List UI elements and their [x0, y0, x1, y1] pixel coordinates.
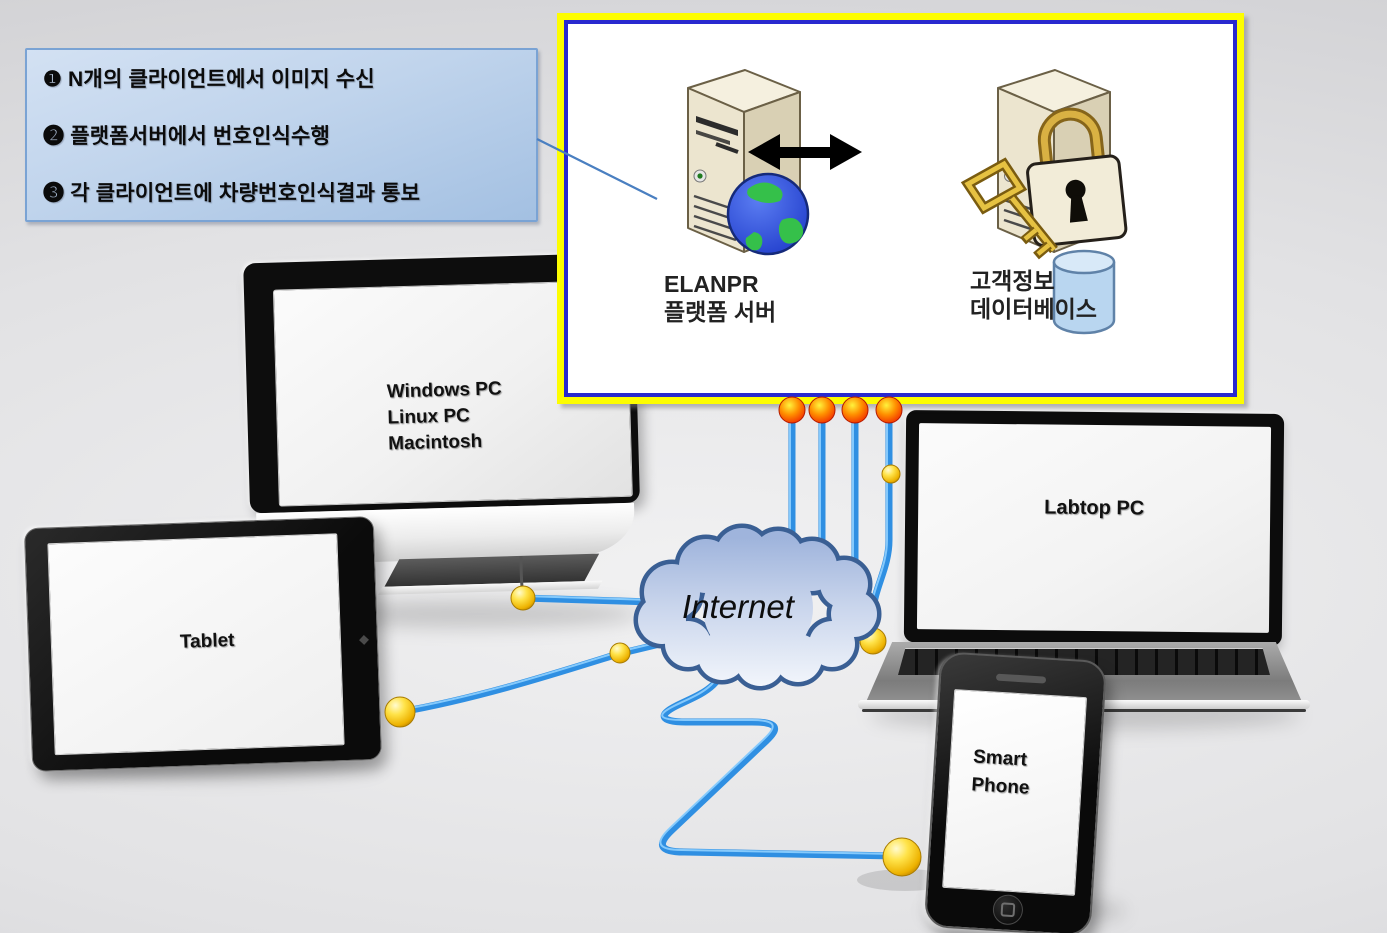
connector-ball	[882, 837, 922, 877]
database-icon	[960, 69, 1128, 335]
phone-label: Smart Phone	[971, 743, 1032, 802]
internet-label: Internet	[682, 588, 796, 625]
phone-home-icon	[1000, 902, 1016, 918]
phone-home-button	[992, 893, 1024, 926]
callout-step-2: ❷ 플랫폼서버에서 번호인식수행	[43, 125, 331, 148]
key-icon	[960, 157, 1058, 260]
laptop-screen: Labtop PC	[916, 423, 1272, 633]
platform-panel-graphics	[687, 69, 1128, 335]
callout-step-3: ❸ 각 클라이언트에 차량번호인식결과 통보	[43, 182, 421, 205]
tablet-camera-icon: ◆	[358, 631, 370, 647]
laptop-bezel: Labtop PC	[903, 410, 1285, 646]
globe-icon	[726, 172, 810, 256]
server-front-details	[693, 116, 739, 242]
desktop-os-list: Windows PC Linux PC Macintosh	[386, 376, 503, 457]
padlock-icon	[1026, 107, 1128, 247]
platform-panel-inner: ELANPR 플랫폼 서버 고객정보 데이터베이스	[564, 20, 1237, 397]
connector-ball	[609, 642, 631, 664]
cable-tablet	[396, 638, 672, 716]
phone-label-line: Phone	[970, 774, 1031, 799]
server-label: ELANPR 플랫폼 서버	[664, 270, 776, 326]
sync-arrow-icon	[748, 134, 862, 170]
database-label: 고객정보 데이터베이스	[970, 267, 1097, 323]
phone-screen: Smart Phone	[942, 689, 1088, 896]
server-label-line2: 플랫폼 서버	[664, 299, 777, 325]
database-label-line2: 데이터베이스	[970, 296, 1097, 322]
database-cylinder-icon	[1052, 249, 1116, 335]
laptop-label: Labtop PC	[1044, 496, 1145, 520]
connector-ball	[384, 696, 416, 728]
tablet-device: Tablet ◆	[23, 515, 383, 773]
phone-speaker-icon	[995, 673, 1047, 684]
tablet-label: Tablet	[179, 629, 235, 653]
tablet-screen: Tablet	[47, 533, 345, 756]
database-label-line1: 고객정보	[970, 268, 1055, 294]
phone-label-line: Smart	[972, 746, 1028, 771]
desktop-os-line: Linux PC	[387, 405, 471, 429]
desktop-os-line: Windows PC	[386, 378, 502, 403]
callout-step-1: ❶ N개의 클라이언트에서 이미지 수신	[43, 68, 375, 91]
desktop-os-line: Macintosh	[387, 430, 483, 455]
platform-panel: ELANPR 플랫폼 서버 고객정보 데이터베이스	[557, 13, 1244, 404]
smartphone-device: Smart Phone	[923, 651, 1108, 933]
callout-box: ❶ N개의 클라이언트에서 이미지 수신 ❷ 플랫폼서버에서 번호인식수행 ❸ …	[25, 48, 538, 222]
server-label-line1: ELANPR	[664, 271, 759, 297]
